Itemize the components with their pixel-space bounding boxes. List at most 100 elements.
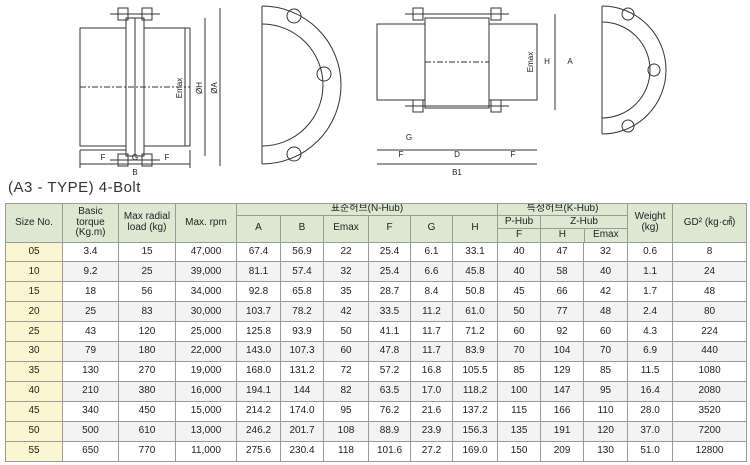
value-cell: 82 <box>323 381 369 403</box>
value-cell: 35 <box>323 281 369 303</box>
header-a: A <box>236 214 281 243</box>
label-emax: Emax <box>175 78 184 98</box>
value-cell: 76.2 <box>368 401 411 423</box>
value-cell: 168.0 <box>236 361 281 383</box>
value-cell: 45.8 <box>451 261 499 283</box>
value-cell: 47 <box>540 241 585 263</box>
value-cell: 118.2 <box>451 381 499 403</box>
value-cell: 11,000 <box>175 441 237 462</box>
value-cell: 22,000 <box>175 341 237 363</box>
value-cell: 33.1 <box>451 241 499 263</box>
value-cell: 48 <box>672 281 748 303</box>
value-cell: 13,000 <box>175 421 237 443</box>
header-gd: GD² (kg·㎠) <box>672 203 748 243</box>
value-cell: 194.1 <box>236 381 281 403</box>
value-cell: 101.6 <box>368 441 411 462</box>
value-cell: 100 <box>497 381 542 403</box>
label-h: H <box>544 57 550 66</box>
value-cell: 130 <box>583 441 629 462</box>
value-cell: 11.5 <box>627 361 674 383</box>
value-cell: 2.4 <box>627 301 674 323</box>
label-oa: ØA <box>210 82 219 94</box>
value-cell: 8 <box>672 241 748 263</box>
value-cell: 144 <box>280 381 324 403</box>
value-cell: 4.3 <box>627 321 674 343</box>
value-cell: 81.1 <box>236 261 281 283</box>
size-cell: 50 <box>5 421 63 443</box>
value-cell: 7200 <box>672 421 748 443</box>
value-cell: 125.8 <box>236 321 281 343</box>
value-cell: 770 <box>118 441 176 462</box>
value-cell: 41.1 <box>368 321 411 343</box>
value-cell: 15 <box>118 241 176 263</box>
header-size: Size No. <box>5 203 63 243</box>
value-cell: 57.2 <box>368 361 411 383</box>
header-b: B <box>280 214 324 243</box>
value-cell: 3520 <box>672 401 748 423</box>
value-cell: 440 <box>672 341 748 363</box>
value-cell: 83.9 <box>451 341 499 363</box>
value-cell: 78.2 <box>280 301 324 323</box>
label-d: D <box>454 150 460 159</box>
value-cell: 61.0 <box>451 301 499 323</box>
value-cell: 95 <box>583 381 629 403</box>
value-cell: 169.0 <box>451 441 499 462</box>
value-cell: 32 <box>583 241 629 263</box>
value-cell: 610 <box>118 421 176 443</box>
value-cell: 72 <box>323 361 369 383</box>
value-cell: 9.2 <box>62 261 119 283</box>
technical-drawings: Emax ØH ØA B F G F Emax H <box>0 0 750 180</box>
header-g: G <box>410 214 453 243</box>
value-cell: 39,000 <box>175 261 237 283</box>
value-cell: 1.1 <box>627 261 674 283</box>
value-cell: 107.3 <box>280 341 324 363</box>
value-cell: 1.7 <box>627 281 674 303</box>
label-oh: ØH <box>195 82 204 94</box>
value-cell: 275.6 <box>236 441 281 462</box>
value-cell: 70 <box>497 341 542 363</box>
header-torque: Basic torque (Kg.m) <box>62 203 119 243</box>
value-cell: 201.7 <box>280 421 324 443</box>
value-cell: 57.4 <box>280 261 324 283</box>
value-cell: 24 <box>672 261 748 283</box>
value-cell: 16.8 <box>410 361 453 383</box>
value-cell: 58 <box>540 261 585 283</box>
value-cell: 118 <box>323 441 369 462</box>
value-cell: 500 <box>62 421 119 443</box>
header-k-hub: 특정허브(K-Hub) <box>497 203 629 216</box>
value-cell: 3.4 <box>62 241 119 263</box>
value-cell: 0.6 <box>627 241 674 263</box>
value-cell: 450 <box>118 401 176 423</box>
value-cell: 45 <box>497 281 542 303</box>
value-cell: 51.0 <box>627 441 674 462</box>
value-cell: 40 <box>497 241 542 263</box>
value-cell: 60 <box>583 321 629 343</box>
size-cell: 30 <box>5 341 63 363</box>
value-cell: 130 <box>62 361 119 383</box>
value-cell: 650 <box>62 441 119 462</box>
value-cell: 92 <box>540 321 585 343</box>
value-cell: 63.5 <box>368 381 411 403</box>
value-cell: 48 <box>583 301 629 323</box>
value-cell: 108 <box>323 421 369 443</box>
value-cell: 6.1 <box>410 241 453 263</box>
value-cell: 17.0 <box>410 381 453 403</box>
size-cell: 15 <box>5 281 63 303</box>
label-g: G <box>132 153 138 162</box>
label-f-right: F <box>165 153 170 162</box>
header-emax: Emax <box>323 214 369 243</box>
value-cell: 214.2 <box>236 401 281 423</box>
value-cell: 340 <box>62 401 119 423</box>
value-cell: 43 <box>62 321 119 343</box>
value-cell: 32 <box>323 261 369 283</box>
value-cell: 25 <box>62 301 119 323</box>
value-cell: 88.9 <box>368 421 411 443</box>
